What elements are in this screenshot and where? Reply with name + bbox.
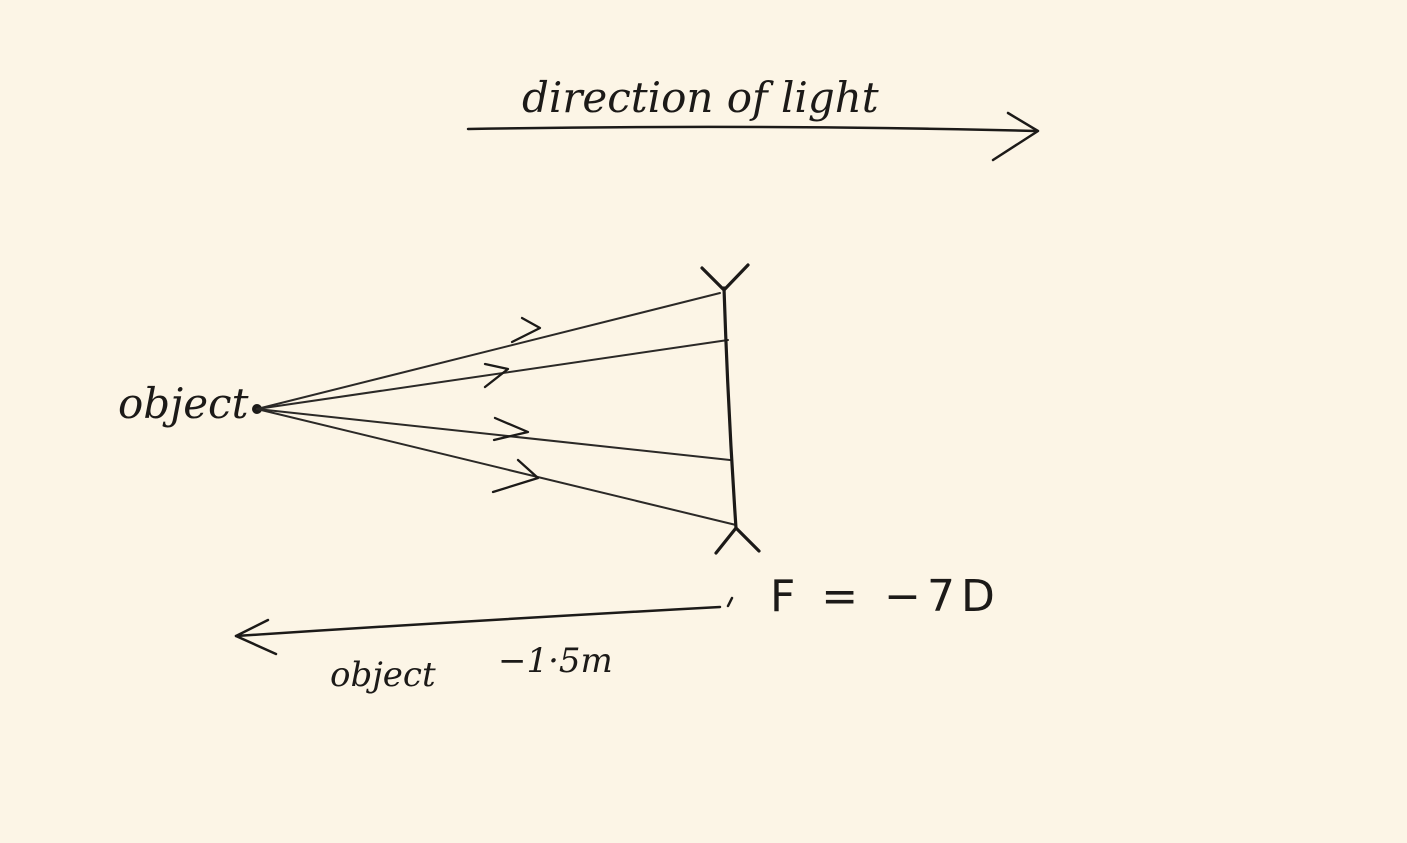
direction-of-light-arrowhead <box>991 111 1040 162</box>
ray-3-arrowhead <box>492 416 530 442</box>
object-distance-label: object <box>330 655 436 695</box>
lens-top-fork <box>700 263 750 292</box>
ray-2-arrowhead <box>483 362 510 389</box>
ray-4-arrowhead <box>491 458 540 494</box>
ray-2 <box>256 339 729 410</box>
object-distance-value: −1·5m <box>498 641 613 681</box>
object-label: object <box>118 379 249 428</box>
ray-3 <box>256 408 731 461</box>
lens-power-label: F = −7D <box>770 571 1001 622</box>
ray-1 <box>256 292 721 410</box>
diverging-lens <box>700 263 761 555</box>
light-rays <box>256 292 737 526</box>
direction-of-light-label: direction of light <box>522 73 879 122</box>
ray-4 <box>256 408 737 526</box>
object-distance-arrow <box>234 605 722 638</box>
object-distance-tick <box>726 596 734 608</box>
direction-of-light-arrow <box>466 125 1038 133</box>
lens-bottom-fork <box>714 526 761 555</box>
object-distance-arrowhead <box>234 618 278 656</box>
lens-axis <box>722 286 738 530</box>
ray-1-arrowhead <box>510 316 542 344</box>
